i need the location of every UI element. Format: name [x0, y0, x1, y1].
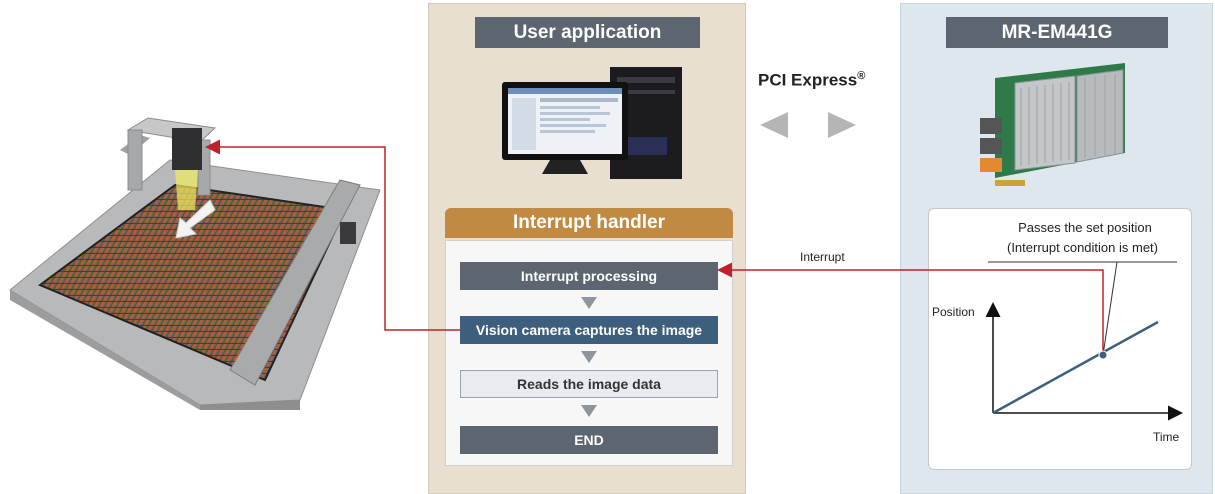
- down-arrow-icon: [581, 351, 597, 363]
- position-plot-line: [992, 320, 1159, 415]
- down-arrow-icon: [581, 405, 597, 417]
- callout-line-2: (Interrupt condition is met): [1006, 240, 1158, 255]
- down-arrow-icon: [581, 297, 597, 309]
- interrupt-arrow: [717, 262, 1104, 355]
- step-reads-image-data: Reads the image data: [460, 370, 718, 398]
- callout-line-1: Passes the set position: [1018, 220, 1152, 235]
- step-end: END: [460, 426, 718, 454]
- position-graph-box: [928, 208, 1192, 470]
- user-application-title: User application: [475, 17, 700, 48]
- interrupt-handler-title: Interrupt handler: [445, 208, 733, 238]
- machine-illustration: [9, 117, 381, 410]
- camera-trigger-arrow: [205, 139, 460, 331]
- pci-express-label: PCI Express®: [758, 70, 898, 91]
- step-vision-camera: Vision camera captures the image: [460, 316, 718, 344]
- pc-illustration: [502, 67, 682, 179]
- bidirectional-arrows-icon: [760, 112, 856, 138]
- movement-arrow: [175, 199, 216, 239]
- y-axis-label: Position: [932, 305, 975, 319]
- interrupt-label: Interrupt: [800, 250, 845, 264]
- step-interrupt-processing: Interrupt processing: [460, 262, 718, 290]
- set-position-point: [1098, 350, 1108, 360]
- callout-pointer: [1102, 261, 1118, 356]
- vision-camera: [172, 128, 202, 170]
- registered-mark: ®: [857, 70, 866, 82]
- board-illustration: [980, 63, 1125, 186]
- x-axis-label: Time: [1153, 430, 1180, 444]
- card-title: MR-EM441G: [946, 17, 1168, 48]
- pci-express-text: PCI Express: [758, 70, 858, 90]
